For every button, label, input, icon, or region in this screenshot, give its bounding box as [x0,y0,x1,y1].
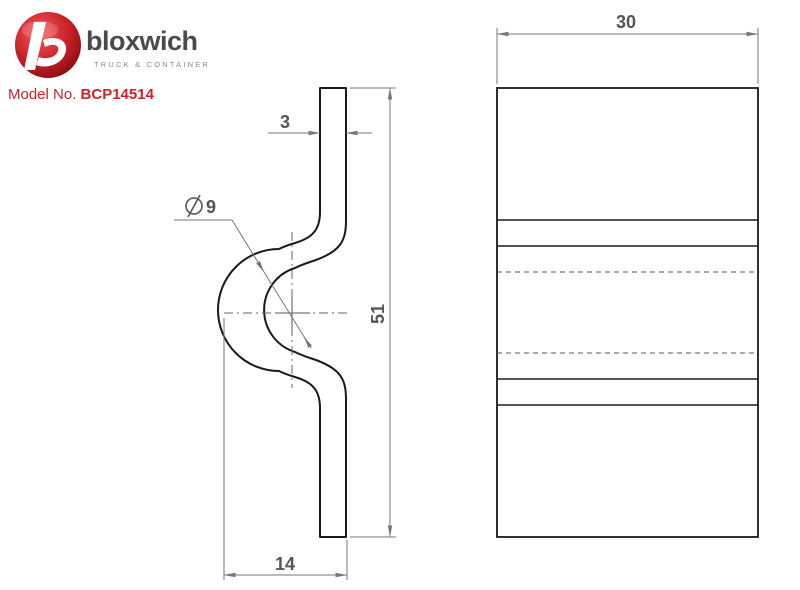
model-number: BCP14514 [80,86,154,103]
diameter-leader [174,219,313,349]
dimension-depth: 14 [275,554,295,574]
dimension-width: 30 [616,12,636,32]
brand-name: bloxwich [86,26,198,56]
side-view-outline [217,87,347,538]
model-line: Model No. BCP14514 [8,87,154,102]
dimension-height-lines [350,87,396,538]
dimension-depth-lines [223,318,348,580]
dimension-diameter: 9 [206,197,216,217]
model-label: Model No. [8,86,77,103]
brand-tagline: TRUCK & CONTAINER [94,60,211,69]
diameter-icon [185,194,203,218]
dimension-width-lines [496,28,759,84]
front-view [496,87,759,538]
brand-logo: bloxwich TRUCK & CONTAINER [12,10,252,80]
center-cross [275,296,310,331]
dimension-height: 51 [368,304,388,324]
bloxwich-logo-icon [15,12,81,78]
dimension-thickness: 3 [280,112,290,132]
